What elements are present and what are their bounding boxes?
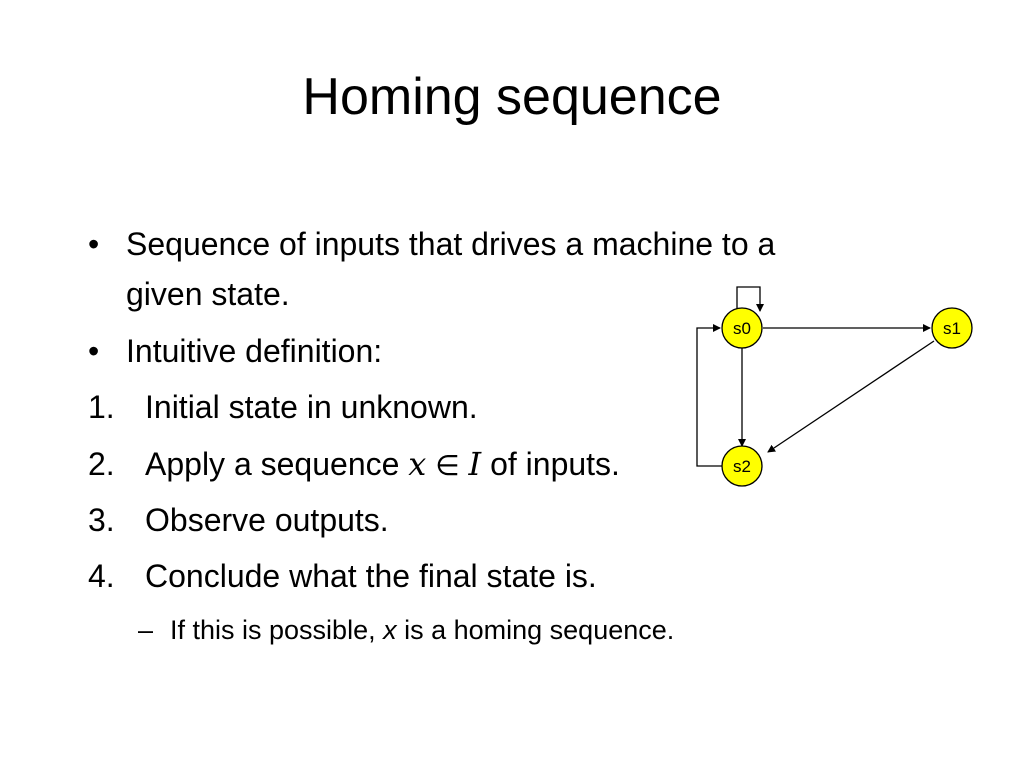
state-node-s1: s1	[931, 307, 973, 349]
bullet-continuation: given state.	[88, 276, 948, 312]
edge-s1-to-s2	[767, 340, 935, 453]
state-label-s1: s1	[943, 319, 961, 338]
bullet-item: • Sequence of inputs that drives a machi…	[88, 226, 948, 262]
item-text-before: Apply a sequence	[145, 446, 409, 482]
math-variable-x: x	[408, 445, 427, 483]
bullet-text: Sequence of inputs that drives a machine…	[126, 226, 776, 262]
sub-text: If this is possible, x is a homing seque…	[170, 614, 674, 646]
item-number: 1.	[88, 389, 115, 425]
bullet-marker: •	[88, 333, 100, 369]
sub-text-before: If this is possible,	[170, 615, 384, 645]
state-label-s2: s2	[733, 457, 751, 476]
state-label-s0: s0	[733, 319, 751, 338]
math-element-of: ∈	[426, 449, 469, 482]
item-number: 4.	[88, 558, 115, 594]
slide-title: Homing sequence	[302, 68, 722, 126]
item-text: Apply a sequence x ∈ I of inputs.	[145, 446, 620, 484]
item-text-after: of inputs.	[481, 446, 620, 482]
bullet-text: given state.	[126, 276, 290, 312]
item-number: 2.	[88, 446, 115, 482]
numbered-item: 4. Conclude what the final state is.	[88, 558, 948, 594]
bullet-marker: •	[88, 226, 100, 262]
bullet-text: Intuitive definition:	[126, 333, 383, 369]
edge-s2-to-s0	[696, 324, 722, 467]
state-node-s2: s2	[721, 445, 763, 487]
bullet-item: • Intuitive definition:	[88, 333, 948, 369]
numbered-item: 2. Apply a sequence x ∈ I of inputs.	[88, 446, 948, 482]
item-text: Conclude what the final state is.	[145, 558, 597, 594]
math-set-i: I	[468, 445, 482, 483]
item-text: Initial state in unknown.	[145, 389, 478, 425]
state-machine-diagram: s0 s1 s2	[696, 286, 973, 487]
numbered-item: 3. Observe outputs.	[88, 502, 948, 538]
sub-text-after: is a homing sequence.	[396, 615, 675, 645]
item-number: 3.	[88, 502, 115, 538]
edge-s0-self-loop	[736, 286, 764, 312]
numbered-item: 1. Initial state in unknown.	[88, 389, 948, 425]
sub-variable-x: x	[383, 615, 397, 645]
state-node-s0: s0	[721, 307, 763, 349]
sub-item: – If this is possible, x is a homing seq…	[88, 614, 948, 646]
sub-marker: –	[138, 615, 154, 645]
item-text: Observe outputs.	[145, 502, 389, 538]
